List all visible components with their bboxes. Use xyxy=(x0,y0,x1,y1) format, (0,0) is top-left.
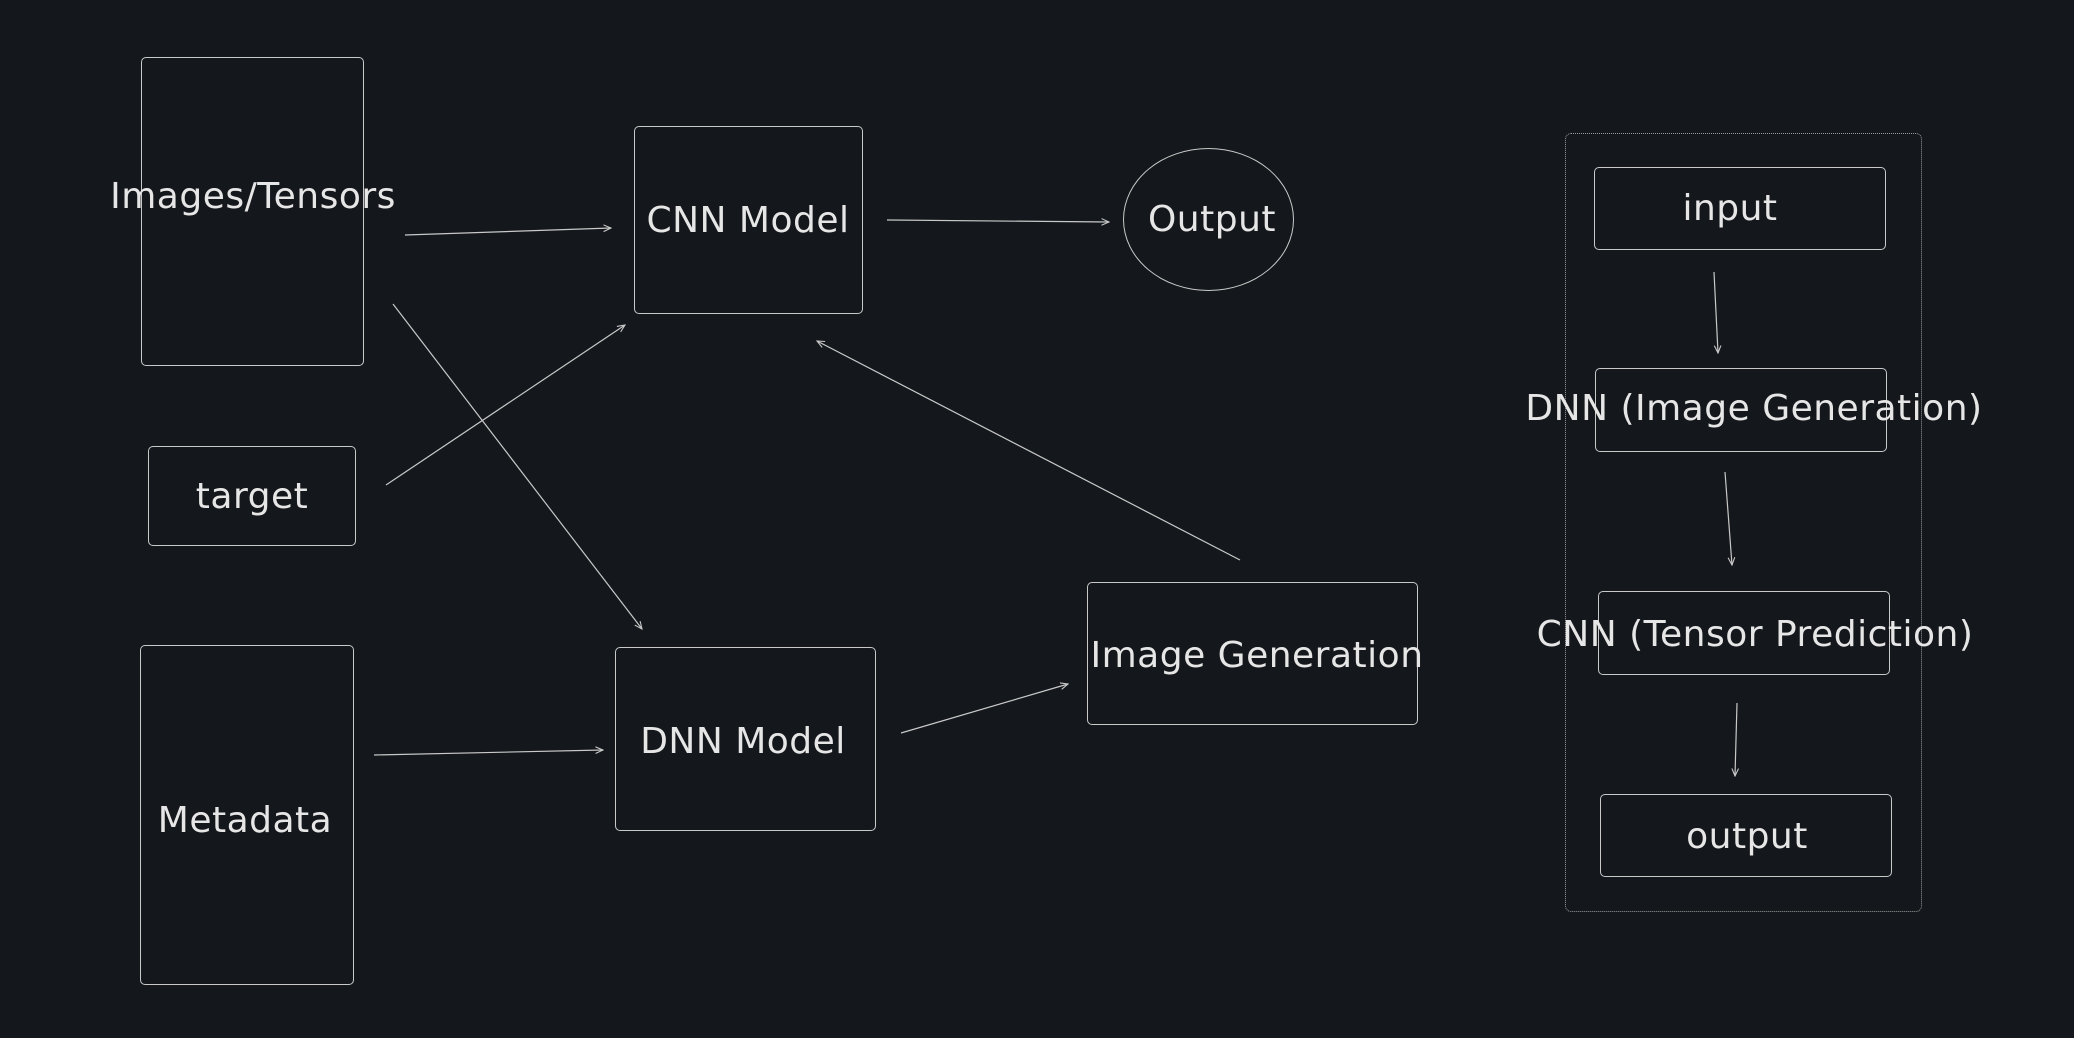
image-generation-box[interactable] xyxy=(1087,582,1418,725)
arrow-imagegen-to-cnn xyxy=(817,341,1241,561)
arrow-metadata-to-dnn xyxy=(373,750,603,756)
output-ellipse[interactable] xyxy=(1123,148,1294,291)
arrow-cnn-to-output-pipeline xyxy=(1735,702,1737,776)
pipeline-group[interactable] xyxy=(1565,133,1922,912)
target-label: target xyxy=(195,476,309,517)
image-generation-label: Image Generation xyxy=(1090,635,1424,676)
pipeline-cnn-label: CNN (Tensor Prediction) xyxy=(1536,614,1974,655)
pipeline-dnn-box[interactable] xyxy=(1595,368,1887,452)
arrow-cnn-to-output xyxy=(886,220,1109,222)
arrow-target-to-cnn xyxy=(385,325,625,486)
images-tensors-box[interactable] xyxy=(141,57,364,366)
pipeline-cnn-box[interactable] xyxy=(1598,591,1890,675)
arrow-dnn-to-imagegen xyxy=(900,684,1068,734)
cnn-model-label: CNN Model xyxy=(646,200,850,241)
dnn-model-box[interactable] xyxy=(615,647,876,831)
pipeline-output-label: output xyxy=(1686,816,1808,857)
pipeline-input-label: input xyxy=(1682,188,1778,229)
target-box[interactable] xyxy=(148,446,356,546)
arrow-images-to-cnn xyxy=(404,228,611,236)
arrow-dnn-to-cnn xyxy=(1724,471,1732,565)
metadata-box[interactable] xyxy=(140,645,354,985)
pipeline-output-box[interactable] xyxy=(1600,794,1892,877)
arrow-input-to-dnn xyxy=(1713,271,1718,353)
metadata-label: Metadata xyxy=(157,800,333,841)
output-label: Output xyxy=(1147,199,1277,240)
dnn-model-label: DNN Model xyxy=(640,721,846,762)
images-tensors-label: Images/Tensors xyxy=(110,176,396,217)
pipeline-dnn-label: DNN (Image Generation) xyxy=(1525,388,1983,429)
cnn-model-box[interactable] xyxy=(634,126,863,314)
pipeline-input-box[interactable] xyxy=(1594,167,1886,250)
arrow-images-to-dnn xyxy=(392,303,642,629)
